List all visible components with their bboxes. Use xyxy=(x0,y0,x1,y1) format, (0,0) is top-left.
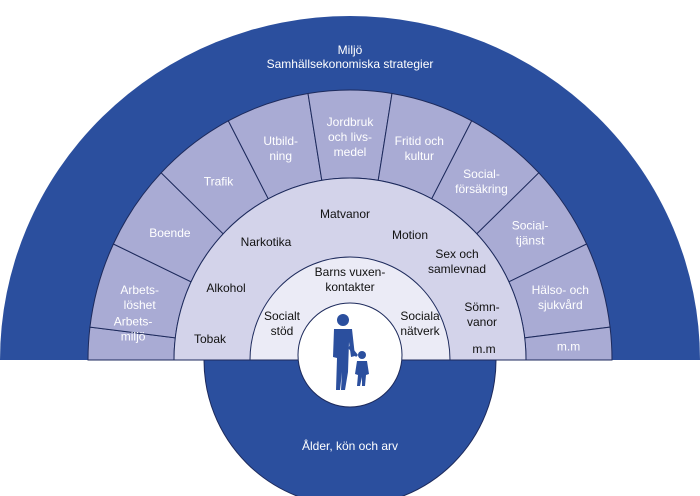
sector-label: Trafik xyxy=(204,175,235,189)
sector-label: m.m xyxy=(557,339,580,353)
lifestyle-motion: Motion xyxy=(392,228,428,242)
lifestyle-alkohol: Alkohol xyxy=(206,281,245,295)
social-barns-line1: Barns vuxen- xyxy=(315,265,386,279)
social-stod-line2: stöd xyxy=(271,324,294,338)
adult-child-silhouette-icon xyxy=(333,314,369,390)
sector-label: miljö xyxy=(121,330,146,344)
sector-label: Fritid och xyxy=(395,134,444,148)
sector-label: och livs- xyxy=(328,130,372,144)
sector-label: Arbets- xyxy=(120,283,159,297)
lifestyle-sex-line2: samlevnad xyxy=(428,262,486,276)
sector-label: sjukvård xyxy=(538,298,583,312)
sector-label: Boende xyxy=(149,226,191,240)
outer-title-line2: Samhällsekonomiska strategier xyxy=(267,57,434,71)
sector-label: Hälso- och xyxy=(532,283,589,297)
lifestyle-sex-line1: Sex och xyxy=(435,247,478,261)
lifestyle-somn-line1: Sömn- xyxy=(464,300,499,314)
sector-label: försäkring xyxy=(455,182,508,196)
sector-label: löshet xyxy=(124,298,157,312)
lifestyle-matvanor: Matvanor xyxy=(320,207,370,221)
lifestyle-narkotika: Narkotika xyxy=(241,235,292,249)
social-stod-line1: Socialt xyxy=(264,309,301,323)
bottom-label: Ålder, kön och arv xyxy=(302,438,398,453)
sector-label: Social- xyxy=(512,219,549,233)
center-circle xyxy=(297,302,403,408)
sector-label: Social- xyxy=(463,167,500,181)
lifestyle-tobak: Tobak xyxy=(194,332,227,346)
lifestyle-mm: m.m xyxy=(472,342,495,356)
social-natverk-line1: Sociala xyxy=(400,309,440,323)
social-natverk-line2: nätverk xyxy=(400,324,440,338)
sector-label: medel xyxy=(334,145,367,159)
sector-label: Jordbruk xyxy=(327,115,375,129)
sector-label: Utbild- xyxy=(263,134,298,148)
sector-label: kultur xyxy=(405,149,434,163)
sector-label: tjänst xyxy=(516,234,545,248)
sector-label: ning xyxy=(269,149,292,163)
sector-ring: Arbets-miljöArbets-löshetBoendeTrafikUtb… xyxy=(87,89,613,361)
outer-title-line1: Miljö xyxy=(338,43,363,57)
sector-label: Arbets- xyxy=(114,315,153,329)
lifestyle-somn-line2: vanor xyxy=(467,315,497,329)
social-barns-line2: kontakter xyxy=(325,280,374,294)
